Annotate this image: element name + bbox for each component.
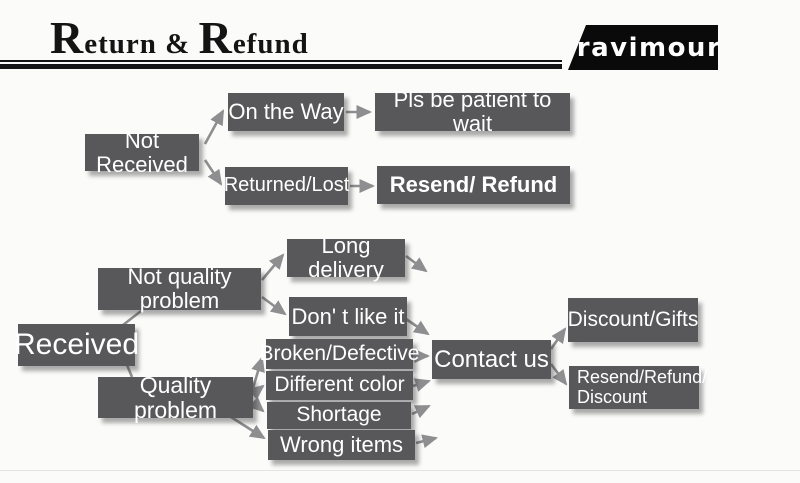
brand-logo-text: ravimour [576, 32, 722, 63]
flow-connector [549, 363, 568, 386]
flow-node-dont-like-it: Don' t like it [289, 297, 407, 336]
flow-node-pls-be-patient: Pls be patient to wait [375, 88, 570, 135]
brand-logo: ravimour [568, 25, 718, 70]
title-segment: eturn [84, 28, 157, 60]
flow-node-discount-gifts: Discount/Gifts [568, 298, 698, 342]
page-title: R eturn & R efund [50, 15, 309, 61]
header-rule-thick [0, 64, 562, 69]
header-rule-thin [0, 60, 562, 62]
flow-node-not-received: Not Received [85, 128, 199, 176]
footer-divider [0, 470, 800, 471]
flow-connector [411, 404, 431, 419]
flow-connector [412, 378, 431, 392]
flow-node-wrong-items: Wrong items [268, 430, 415, 460]
flow-connector [248, 384, 265, 400]
flow-connector [230, 415, 266, 440]
flow-connector [248, 396, 265, 413]
flow-node-quality-problem: Quality problem [98, 372, 253, 422]
flow-node-on-the-way: On the Way [228, 93, 344, 131]
title-segment: R [198, 12, 233, 63]
flow-connector [203, 109, 225, 145]
flow-node-different-color: Different color [266, 371, 413, 400]
flow-node-long-delivery: Long delivery [287, 234, 405, 281]
flow-connector [405, 317, 430, 336]
flow-connector [261, 295, 287, 316]
flow-connector [125, 364, 134, 378]
flow-node-broken-defective: Broken/Defective [260, 339, 419, 369]
title-segment: R [50, 12, 85, 63]
flow-connector [415, 434, 439, 449]
flow-node-contact-us: Contact us [432, 340, 551, 379]
flow-connector [549, 327, 567, 350]
flow-node-received: Received [14, 324, 139, 366]
flow-node-shortage: Shortage [267, 402, 411, 429]
flow-connector [405, 254, 428, 273]
flow-connector [122, 309, 142, 327]
flow-node-returned-lost: Returned/Lost [224, 167, 349, 205]
flow-connector [261, 253, 285, 281]
flow-connector [203, 159, 223, 186]
title-segment: & [156, 28, 199, 60]
title-segment: efund [232, 28, 309, 60]
flow-node-resend-refund: Resend/ Refund [377, 166, 570, 204]
flow-node-not-quality-problem: Not quality problem [98, 265, 261, 312]
flow-node-resend-refund-discount: Resend/Refund/ Discount [569, 366, 707, 409]
flow-connector [251, 356, 265, 389]
